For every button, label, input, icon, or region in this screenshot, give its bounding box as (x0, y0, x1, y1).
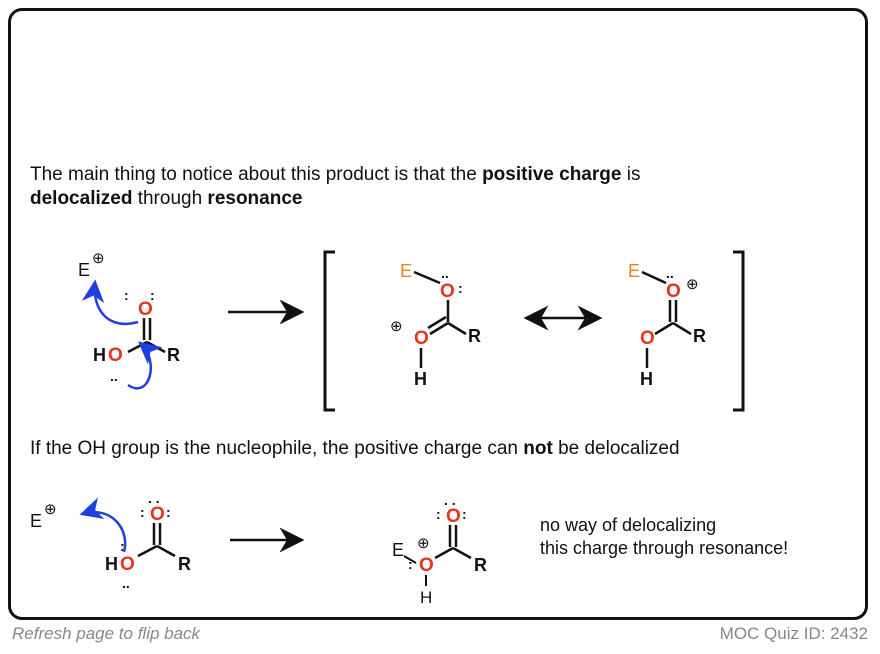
curved-arrow-lone-pair (127, 341, 163, 390)
lone-pair: . . (148, 490, 160, 506)
lone-pair: .. (666, 265, 674, 281)
resonance-structure-1: E O .. : ⊕ O H R (390, 261, 481, 389)
lone-pair: .. (441, 265, 449, 281)
bond (654, 321, 674, 336)
lone-pair: .. (110, 368, 118, 384)
hydroxyl-oxygen: O (640, 328, 655, 349)
bond (447, 321, 467, 336)
intro-bold-resonance: resonance (207, 188, 303, 209)
plus-charge: ⊕ (390, 318, 403, 335)
oxonium-oxygen: O (414, 328, 429, 349)
plus-charge: ⊕ (44, 501, 57, 518)
left-bracket (323, 250, 335, 412)
bond (641, 270, 667, 285)
electrophile-label: E (78, 260, 90, 280)
note-text: no way of delocalizing this charge throu… (540, 514, 860, 560)
r-group: R (167, 345, 180, 365)
hydroxyl-oxygen: O (108, 345, 123, 366)
lone-pair: . . (444, 492, 456, 508)
bond (146, 340, 166, 354)
carbonyl-oxygen: O (138, 299, 153, 320)
electrophile-label: E (392, 540, 404, 560)
carbonyl-oxygen: O (150, 504, 165, 525)
bond (156, 544, 176, 558)
ether-oxygen: O (440, 281, 455, 302)
lone-pair: : (124, 287, 129, 303)
reactant-acid-top: E ⊕ O : : H O .. R (78, 250, 180, 390)
lone-pair: : (166, 504, 171, 520)
electrophile-e: E (400, 261, 412, 281)
lone-pair: : (408, 556, 413, 572)
bond (403, 555, 417, 564)
hydroxyl-hydrogen: H (105, 554, 118, 574)
note-line-2: this charge through resonance! (540, 538, 789, 558)
lone-pair: : (436, 506, 441, 522)
electrophile-e: E (628, 261, 640, 281)
electrophile-label: E (30, 511, 42, 531)
lone-pair: .. (122, 575, 130, 591)
resonance-structure-2: E O .. ⊕ O H R (628, 261, 706, 389)
product-no-resonance: O . . : : E ⊕ O : H R (392, 492, 487, 607)
note-line-1: no way of delocalizing (540, 515, 717, 535)
hydroxyl-oxygen: O (120, 554, 135, 575)
hydroxyl-hydrogen: H (640, 369, 653, 389)
oxonium-oxygen: O (666, 281, 681, 302)
plus-charge: ⊕ (417, 535, 430, 552)
plus-charge: ⊕ (92, 250, 105, 267)
lone-pair: : (150, 287, 155, 303)
curved-arrow-carbonyl-attack (81, 279, 139, 326)
hydroxyl-hydrogen: H (93, 345, 106, 365)
bond (434, 546, 454, 560)
second-bold-not: not (523, 438, 553, 459)
curved-arrow-oh-attack (79, 497, 127, 553)
refresh-hint[interactable]: Refresh page to flip back (12, 624, 201, 643)
second-text-part: If the OH group is the nucleophile, the … (30, 438, 524, 459)
intro-bold-delocalized: delocalized (30, 188, 133, 209)
quiz-id: MOC Quiz ID: 2432 (719, 624, 868, 643)
second-statement: If the OH group is the nucleophile, the … (30, 437, 860, 461)
r-group: R (474, 555, 487, 575)
lone-pair: : (140, 504, 145, 520)
plus-charge: ⊕ (686, 276, 699, 293)
intro-text-part: The main thing to notice about this prod… (30, 164, 483, 185)
intro-text: The main thing to notice about this prod… (30, 163, 860, 211)
intro-text-part: through (132, 188, 208, 209)
second-text-part: be delocalized (552, 438, 680, 459)
bond (452, 546, 472, 560)
reactant-acid-bottom: E ⊕ O . . : : H O : .. R (30, 490, 191, 591)
oxonium-oxygen: O (419, 555, 434, 576)
card-frame (8, 8, 868, 620)
lone-pair: : (120, 538, 125, 554)
hydroxyl-hydrogen: H (420, 588, 432, 607)
lone-pair: : (462, 506, 467, 522)
r-group: R (468, 326, 481, 346)
r-group: R (693, 326, 706, 346)
intro-bold-positive-charge: positive charge (482, 164, 622, 185)
hydroxyl-hydrogen: H (414, 369, 427, 389)
right-bracket (733, 250, 745, 412)
double-bond (427, 315, 447, 330)
bond (413, 270, 441, 285)
double-bond (429, 321, 449, 336)
lone-pair: : (458, 280, 463, 296)
bond (137, 544, 158, 558)
r-group: R (178, 554, 191, 574)
carbonyl-oxygen: O (446, 506, 461, 527)
bond (672, 321, 692, 336)
intro-text-part: is (621, 164, 641, 185)
